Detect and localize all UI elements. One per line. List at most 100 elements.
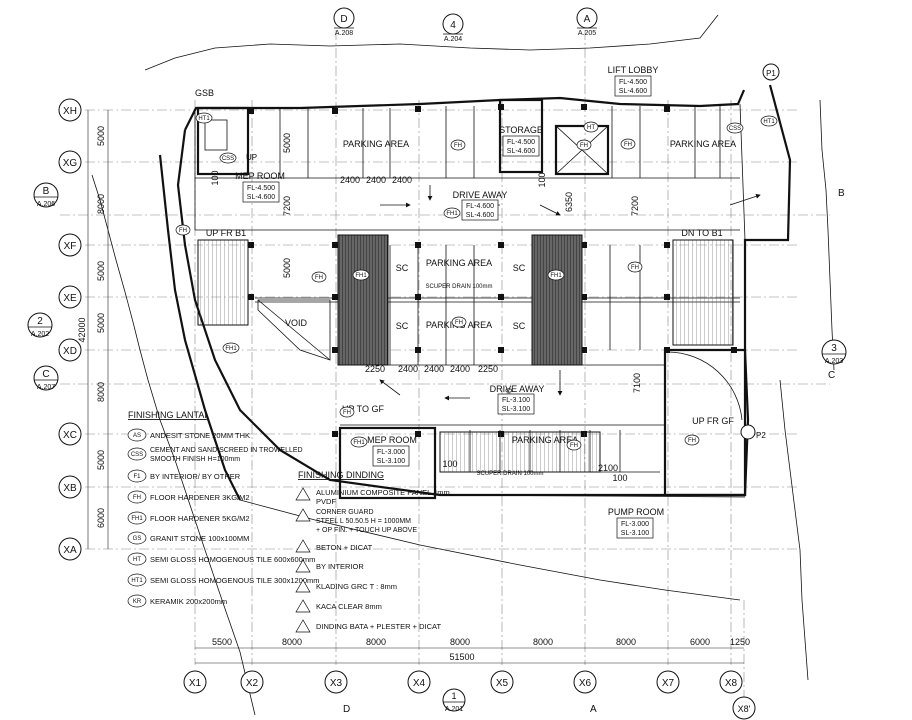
- label-parking-5: PARKING AREA: [512, 435, 578, 445]
- svg-text:CSS: CSS: [729, 126, 741, 132]
- svg-text:FH: FH: [315, 275, 323, 281]
- legend-dinding-item: KLADING GRC T : 8mm: [295, 579, 397, 593]
- svg-text:C: C: [42, 369, 49, 380]
- svg-text:CORNER GUARD: CORNER GUARD: [316, 509, 374, 516]
- svg-text:D: D: [340, 14, 347, 25]
- tag-fh-c: FH: [311, 271, 327, 283]
- label-up-fr-b1: UP FR B1: [206, 228, 246, 238]
- section-a-bottom: A: [590, 704, 597, 715]
- svg-text:XD: XD: [63, 346, 77, 357]
- svg-text:FLOOR HARDENER 3KG/M2: FLOOR HARDENER 3KG/M2: [150, 493, 250, 502]
- label-storage: STORAGE: [499, 125, 543, 135]
- svg-text:FH1: FH1: [353, 440, 365, 446]
- label-drive-away-top: DRIVE AWAY: [453, 190, 508, 200]
- tag-fh1-a: FH1: [443, 207, 461, 219]
- ramp-lower: [439, 431, 601, 473]
- svg-text:SMOOTH FINISH H=100mm: SMOOTH FINISH H=100mm: [150, 456, 240, 463]
- section-d-bottom: D: [343, 704, 350, 715]
- svg-text:XC: XC: [63, 430, 77, 441]
- tag-fh1-d: FH1: [222, 342, 240, 354]
- svg-text:HT1: HT1: [198, 116, 210, 122]
- svg-text:FL-3.000: FL-3.000: [377, 449, 405, 456]
- svg-text:FH1: FH1: [446, 211, 458, 217]
- site-boundary: [91, 14, 835, 716]
- legend-lantai-item: FH FLOOR HARDENER 3KG/M2: [127, 490, 250, 504]
- svg-text:XH: XH: [63, 106, 77, 117]
- label-sc2: SC: [513, 263, 526, 273]
- svg-text:FL-4.500: FL-4.500: [619, 79, 647, 86]
- ref-bubble-4-top: 4 A.204: [442, 13, 464, 43]
- ramp-dn-to-b1: [672, 239, 734, 346]
- svg-text:5000: 5000: [96, 313, 106, 333]
- legend-lantai-item: HT1 SEMI GLOSS HOMOGENOUS TILE 300x1200m…: [127, 573, 320, 587]
- label-dn-to-b1: DN TO B1: [681, 228, 722, 238]
- svg-text:SL-4.600: SL-4.600: [247, 194, 276, 201]
- legend-lantai-item: GS GRANIT STONE 100x100MM: [127, 531, 249, 545]
- p1-label: P1: [766, 69, 776, 78]
- side-references: B A.206 2 A.202 C A.207 3 A.203 B C P1 P…: [27, 63, 847, 440]
- svg-text:2400: 2400: [450, 364, 470, 374]
- row-bubble-xg: XG: [58, 150, 82, 174]
- svg-text:B: B: [43, 186, 50, 197]
- svg-text:2400: 2400: [398, 364, 418, 374]
- row-bubble-xd: XD: [58, 338, 82, 362]
- svg-text:HT: HT: [133, 557, 141, 563]
- ref-bubble-b: B A.206: [33, 182, 59, 208]
- legend-lantai-item: CSS CEMENT AND SAND SCREED IN TROWELLED …: [127, 447, 303, 463]
- svg-text:XE: XE: [63, 293, 77, 304]
- label-sc4: SC: [513, 321, 526, 331]
- svg-text:1250: 1250: [730, 637, 750, 647]
- svg-text:6000: 6000: [690, 637, 710, 647]
- legend-dinding-title: FINISHING DINDING: [298, 470, 384, 480]
- tag-fh-h: FH: [684, 434, 700, 446]
- storage-room: [498, 98, 544, 174]
- row-bubble-xb: XB: [58, 475, 82, 499]
- legend-lantai-title: FINISHING LANTAI: [128, 410, 207, 420]
- svg-text:FH1: FH1: [225, 346, 237, 352]
- label-pump-room: PUMP ROOM: [608, 507, 664, 517]
- svg-text:FH: FH: [455, 320, 463, 326]
- svg-text:GS: GS: [133, 536, 142, 542]
- legend-dinding-item: KACA CLEAR 8mm: [295, 599, 382, 613]
- svg-text:5000: 5000: [96, 450, 106, 470]
- label-scuper-1: SCUPER DRAIN 100mm: [425, 284, 492, 290]
- svg-text:2400: 2400: [424, 364, 444, 374]
- void-area: [257, 299, 331, 361]
- legend-lantai-item: F1 BY INTERIOR/ BY OTHER: [127, 469, 241, 483]
- pump-room: [663, 348, 747, 497]
- legend-dinding-item: ALUMINIUM COMPOSITE PANEL 4mm PVDF: [295, 487, 450, 506]
- svg-text:8000: 8000: [533, 637, 553, 647]
- ramps: [197, 234, 734, 473]
- svg-text:2250: 2250: [365, 364, 385, 374]
- label-up: UP: [246, 153, 257, 162]
- svg-text:HT1: HT1: [763, 119, 775, 125]
- ref-bubble-1-bottom: 1 A.201: [442, 688, 466, 713]
- label-void: VOID: [285, 318, 308, 328]
- p1-marker: [762, 63, 780, 81]
- svg-text:8000: 8000: [366, 637, 386, 647]
- svg-text:5000: 5000: [96, 261, 106, 281]
- svg-text:100: 100: [442, 459, 457, 469]
- svg-text:2250: 2250: [478, 364, 498, 374]
- svg-text:FL-3.000: FL-3.000: [621, 521, 649, 528]
- svg-text:FLOOR HARDENER 5KG/M2: FLOOR HARDENER 5KG/M2: [150, 514, 250, 523]
- col-bubble-x1: X1: [183, 670, 207, 694]
- lift-core: [554, 124, 610, 176]
- svg-text:KERAMIK 200x200mm: KERAMIK 200x200mm: [150, 597, 227, 606]
- stair-core-left: [196, 106, 250, 176]
- svg-text:BY INTERIOR/ BY OTHER: BY INTERIOR/ BY OTHER: [150, 472, 241, 481]
- svg-text:51500: 51500: [449, 652, 474, 662]
- legend-finishing-lantai: FINISHING LANTAI AS ANDESIT STONE 20MM T…: [127, 410, 320, 608]
- column-bubbles: X1 X2 X3 X4 X5 X6 X7 X8 X8' 1 A.201 D A: [183, 670, 756, 720]
- svg-text:5500: 5500: [212, 637, 232, 647]
- bottom-dimensions: 5500 8000 8000 8000 8000 8000 6000 1250 …: [195, 637, 750, 664]
- tag-ht1-a: HT1: [195, 112, 213, 124]
- label-lift-lobby: LIFT LOBBY: [608, 65, 659, 75]
- svg-text:DINDING BATA + PLESTER + DICAT: DINDING BATA + PLESTER + DICAT: [316, 622, 441, 631]
- svg-text:8000: 8000: [96, 382, 106, 402]
- svg-text:F1: F1: [133, 474, 141, 480]
- svg-text:A.203: A.203: [825, 358, 843, 365]
- svg-text:FH1: FH1: [131, 516, 143, 522]
- svg-text:+ OP FIN. + TOUCH UP ABOVE: + OP FIN. + TOUCH UP ABOVE: [316, 527, 417, 534]
- ref-bubble-a-top: A A.205: [576, 7, 598, 37]
